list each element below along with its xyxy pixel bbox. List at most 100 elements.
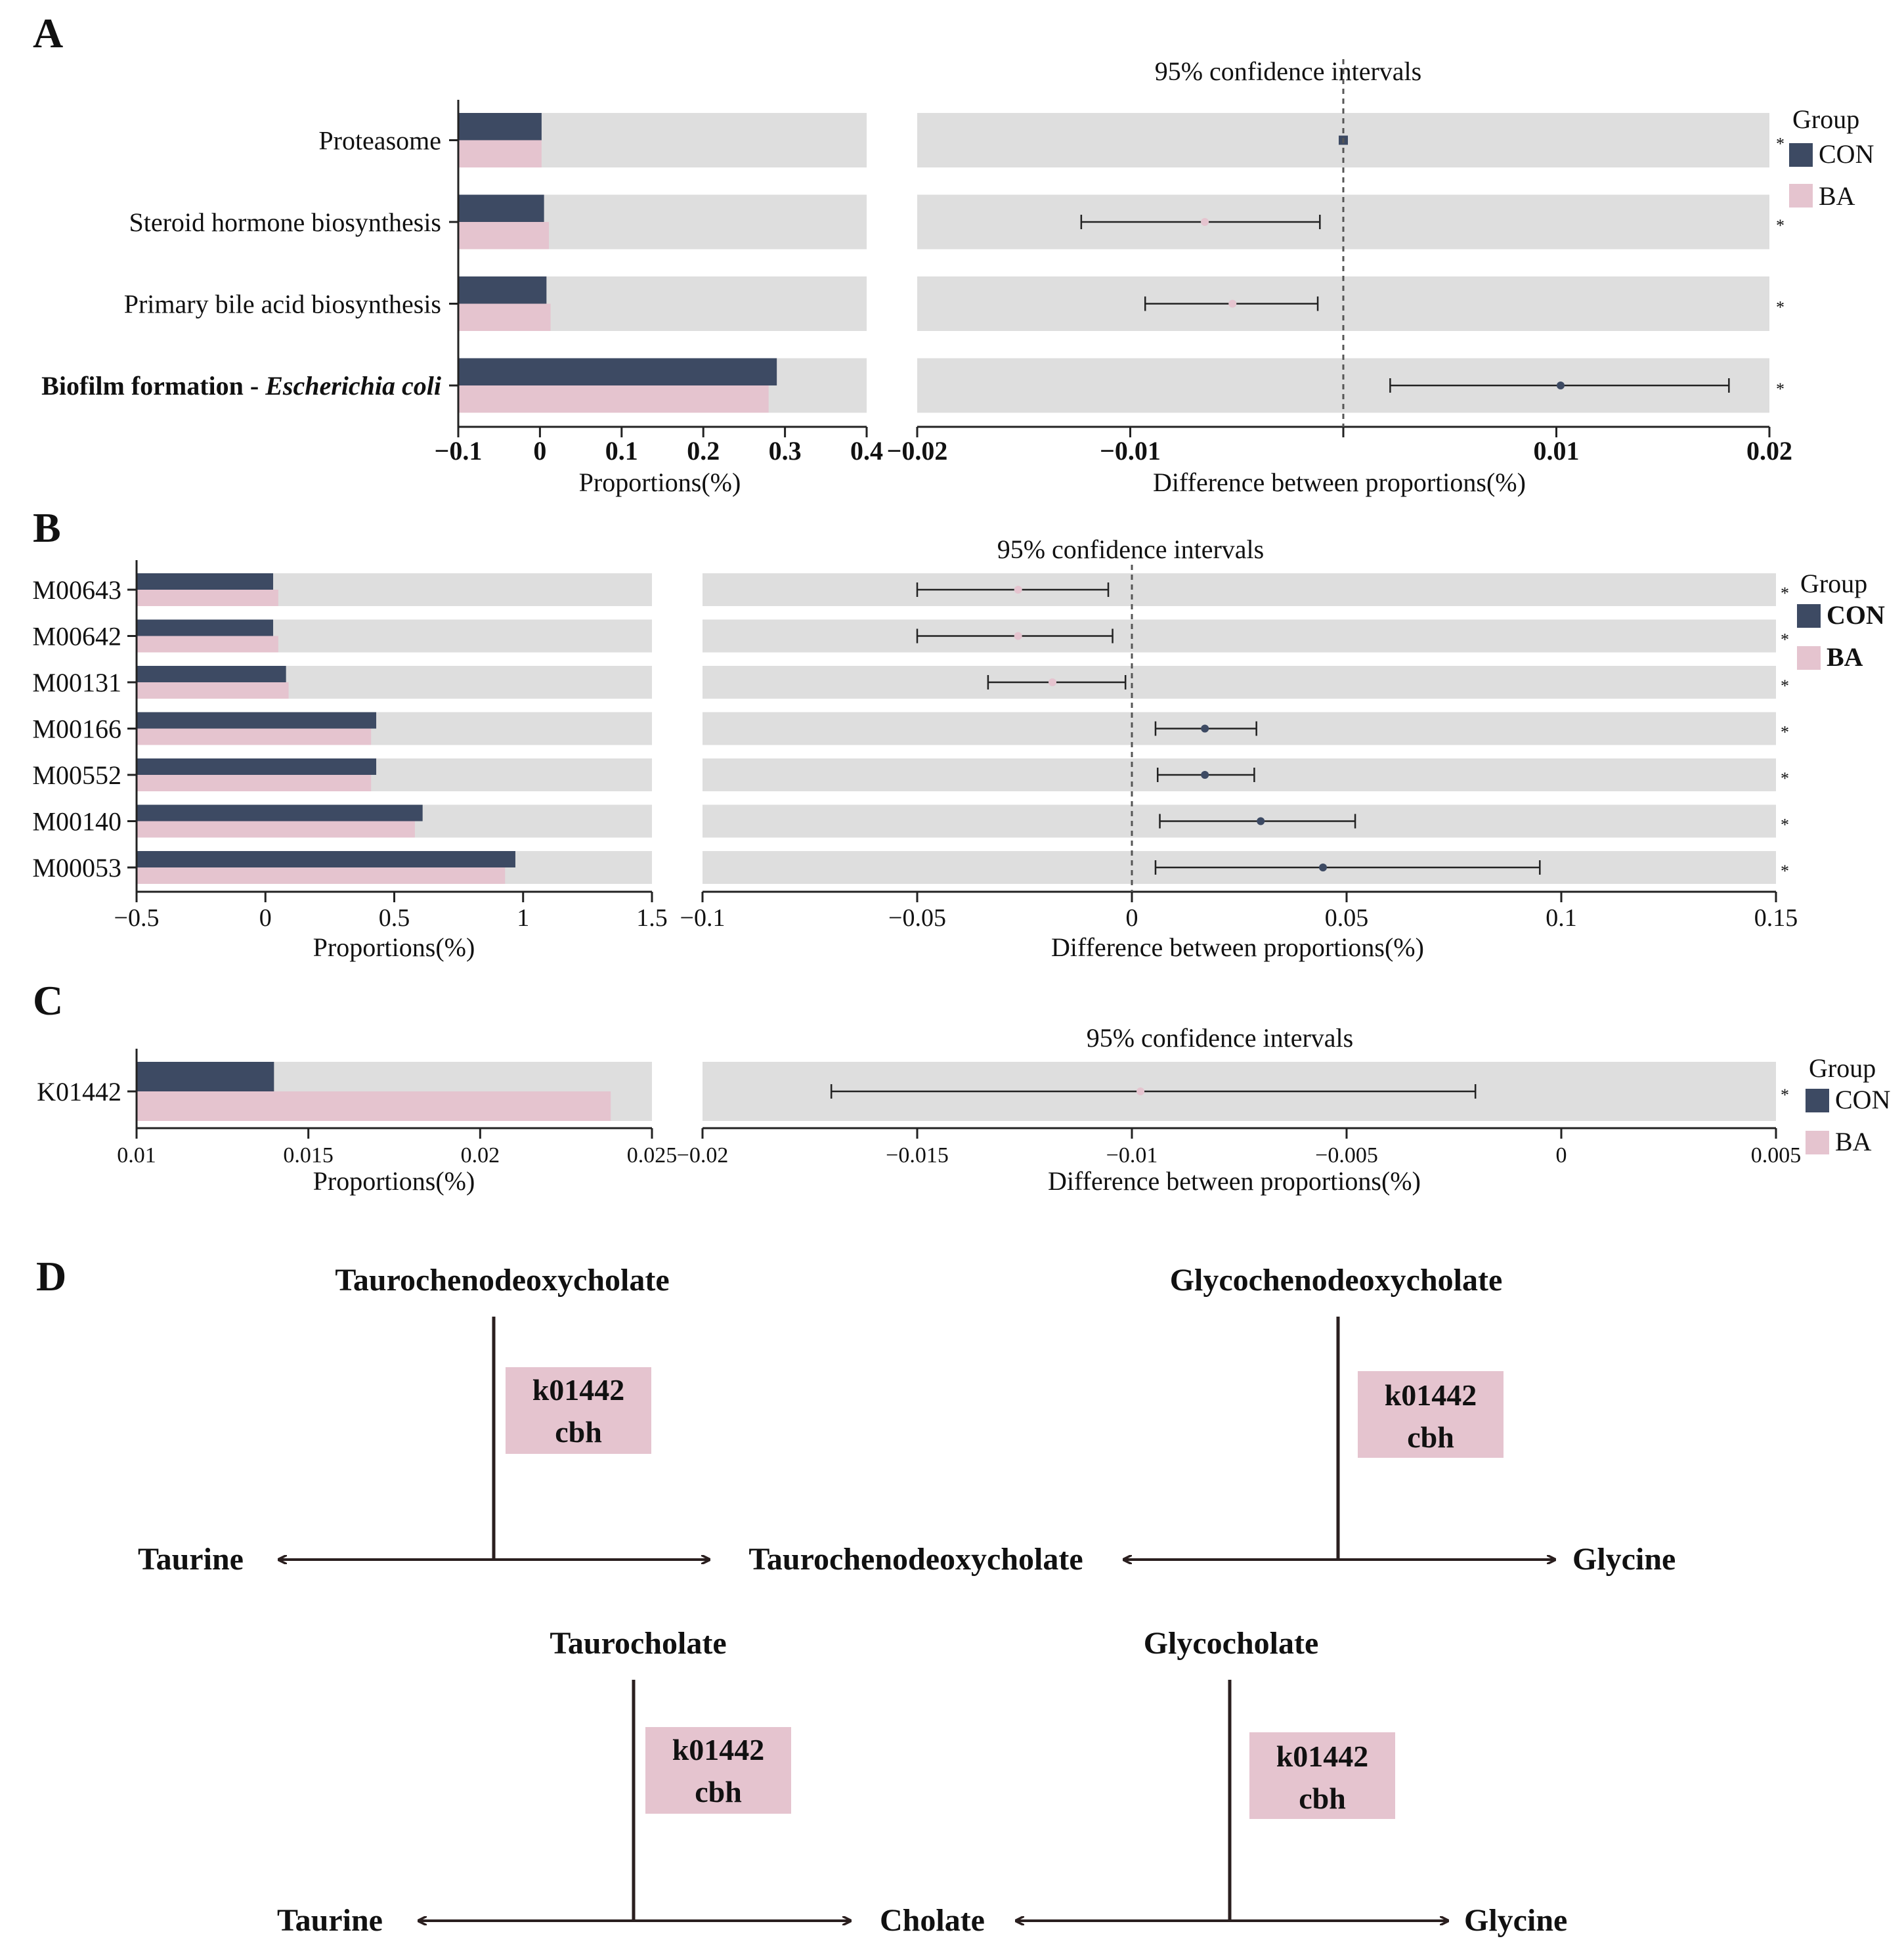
panel-a-bar-xtick-label-5: 0.4 (850, 436, 883, 466)
reaction-1-enzyme-id: k01442 (532, 1373, 625, 1407)
panel-b-bar-con-3 (137, 712, 377, 729)
panel-a-ci-point-3 (1556, 382, 1565, 389)
panel-b-ci-point-4 (1201, 771, 1209, 779)
panel-b-bar-xtick-label-2: 0.5 (379, 904, 410, 932)
panel-b-legend-ba: BA (1827, 642, 1863, 672)
panel-b-bar-xlabel: Proportions(%) (313, 932, 475, 962)
panel-a-ci-xtick-label-3: 0.01 (1534, 436, 1580, 466)
panel-b-legend-con: CON (1827, 600, 1885, 630)
panel-c-significance-0: * (1781, 1085, 1789, 1105)
panel-c-ci-xlabel: Difference between proportions(%) (1048, 1166, 1421, 1196)
panel-c-bar-xtick-label-0: 0.01 (117, 1143, 156, 1168)
panel-b-bar-ba-2 (137, 682, 289, 699)
panel-a-legend-con: CON (1819, 139, 1874, 169)
panel-b-row-label-6: M00053 (32, 853, 121, 883)
panel-c-ci-xtick-label-4: 0 (1556, 1143, 1567, 1168)
panel-b-bar-con-0 (137, 573, 274, 590)
panel-a-significance-2: * (1776, 298, 1785, 317)
panel-b-ci-xtick-label-3: 0.05 (1325, 904, 1369, 932)
panel-b-significance-6: * (1781, 862, 1789, 881)
panel-b-bar-ba-1 (137, 636, 278, 653)
panel-a-bar-con-1 (458, 194, 544, 222)
panel-a-row-label-3: Biofilm formation - Escherichia coli (41, 371, 441, 401)
panel-a-ci-xtick-label-1: −0.01 (1100, 436, 1161, 466)
reaction-3-enzyme-box (645, 1727, 791, 1814)
panel-d-pathway: Taurochenodeoxycholate k01442 cbh Taurin… (138, 1263, 1676, 1938)
panel-b-ci-point-1 (1014, 632, 1022, 640)
panel-b-bar-con-1 (137, 619, 274, 636)
panel-a-ci-track-2 (917, 276, 1769, 331)
panel-b-legend-swatch-ba (1797, 646, 1821, 670)
panel-c-legend-con: CON (1835, 1085, 1890, 1114)
panel-a-bar-con-2 (458, 276, 547, 304)
panel-b-significance-2: * (1781, 676, 1789, 695)
panel-a-legend-title: Group (1792, 104, 1859, 134)
panel-b-row-label-0: M00643 (32, 575, 121, 605)
panel-b-bar-xtick-label-3: 1 (517, 904, 529, 932)
panel-b-ci-xtick-label-4: 0.1 (1546, 904, 1577, 932)
panel-a-ci-point-1 (1201, 218, 1209, 226)
reaction-1-substrate: Taurochenodeoxycholate (335, 1263, 669, 1298)
panel-b-legend-title: Group (1800, 569, 1867, 598)
reaction-2-right-product: Glycine (1572, 1542, 1676, 1577)
panel-c-bar-con-0 (137, 1062, 274, 1091)
reaction-1-right-product: Taurochenodeoxycholate (748, 1542, 1083, 1577)
reaction-2-enzyme-id: k01442 (1385, 1378, 1477, 1412)
reaction-1-left-product: Taurine (138, 1542, 244, 1577)
panel-c-ci-xtick-label-5: 0.005 (1751, 1143, 1802, 1168)
panel-a-bar-xtick-label-1: 0 (533, 436, 546, 466)
panel-c-ci-title: 95% confidence intervals (1087, 1023, 1354, 1053)
panel-b-ci-point-2 (1049, 678, 1057, 686)
panel-b-ci-track-1 (703, 619, 1776, 653)
panel-b-bar-ba-4 (137, 775, 372, 791)
panel-a-row-label-1: Steroid hormone biosynthesis (129, 208, 441, 237)
panel-c-ci-xtick-label-2: −0.01 (1106, 1143, 1158, 1168)
panel-a-ci-xtick-label-0: −0.02 (887, 436, 948, 466)
panel-b-ci-title: 95% confidence intervals (997, 535, 1265, 564)
panel-a-bar-xtick-label-4: 0.3 (769, 436, 802, 466)
panel-b-ci-track-2 (703, 666, 1776, 699)
panel-b-bar-xtick-label-1: 0 (259, 904, 272, 932)
panel-b-significance-3: * (1781, 723, 1789, 742)
panel-a-bar-con-3 (458, 358, 777, 385)
panel-b-row-label-1: M00642 (32, 622, 121, 651)
panel-a-bar-xlabel: Proportions(%) (579, 468, 741, 497)
panel-c-chart: 95% confidence intervals Proportions(%) … (37, 1023, 1890, 1196)
panel-c-bar-ba-0 (137, 1091, 611, 1121)
panel-a-legend-ba: BA (1819, 181, 1855, 211)
panel-a-bar-xtick-label-0: −0.1 (435, 436, 483, 466)
panel-b-ci-point-6 (1319, 864, 1328, 871)
reaction-1-enzyme-box (506, 1367, 651, 1454)
panel-b-ci-xtick-label-2: 0 (1126, 904, 1138, 932)
reaction-4-substrate: Glycocholate (1144, 1626, 1319, 1661)
panel-a-ci-title: 95% confidence intervals (1155, 56, 1422, 86)
reaction-1-enzyme: cbh (555, 1415, 602, 1449)
panel-a-ci-point-2 (1228, 299, 1237, 308)
panel-a-bar-con-0 (458, 113, 542, 141)
reaction-4-enzyme-id: k01442 (1276, 1740, 1369, 1773)
panel-b-ci-point-0 (1014, 586, 1022, 594)
panel-a-bar-ba-2 (458, 303, 551, 331)
panel-b-bar-ba-5 (137, 821, 415, 838)
panel-a-significance-0: * (1776, 135, 1785, 154)
panel-a-significance-3: * (1776, 380, 1785, 399)
panel-b-chart: 95% confidence intervals Proportions(%) … (32, 535, 1885, 962)
panel-c-legend-swatch-ba (1806, 1131, 1829, 1154)
panel-b-row-label-2: M00131 (32, 668, 121, 697)
panel-b-significance-5: * (1781, 816, 1789, 835)
panel-a-ci-xtick-label-4: 0.02 (1746, 436, 1792, 466)
reaction-3: Taurocholate k01442 cbh Taurine Cholate (277, 1626, 985, 1938)
panel-b-ci-track-0 (703, 573, 1776, 606)
reaction-4-right-product: Glycine (1464, 1903, 1567, 1938)
panel-a-row-label-0: Proteasome (318, 126, 441, 156)
reaction-2: Glycochenodeoxycholate k01442 cbh Glycin… (1124, 1263, 1676, 1577)
panel-b-bar-xtick-label-0: −0.5 (114, 904, 160, 932)
panel-b-bar-ba-6 (137, 867, 506, 884)
panel-a-bar-xtick-label-2: 0.1 (605, 436, 638, 466)
reaction-4-enzyme-box (1249, 1732, 1395, 1819)
panel-b-legend-swatch-con (1797, 604, 1821, 628)
panel-a-bar-xtick-label-3: 0.2 (687, 436, 720, 466)
reaction-2-enzyme-box (1358, 1371, 1504, 1458)
panel-b-ci-xtick-label-0: −0.1 (680, 904, 725, 932)
reaction-3-enzyme: cbh (695, 1775, 742, 1808)
